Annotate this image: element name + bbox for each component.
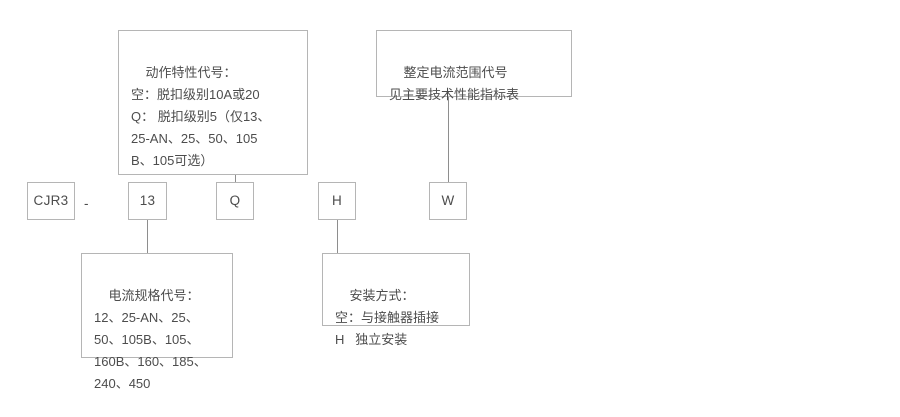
code-box-action-characteristic[interactable]: Q: [216, 182, 254, 220]
connector-setting-range: [448, 97, 449, 182]
connector-current-spec: [147, 220, 148, 253]
code-box-series-label: CJR3: [33, 193, 69, 209]
setting-range-note-text: 整定电流范围代号 见主要技术性能指标表: [389, 65, 520, 102]
code-box-mounting-label: H: [331, 193, 343, 209]
code-box-current-spec-label: 13: [139, 193, 156, 209]
code-box-mounting[interactable]: H: [318, 182, 356, 220]
current-spec-note-text: 电流规格代号： 12、25-AN、25、 50、105B、105、 160B、1…: [94, 288, 207, 391]
connector-action-characteristic: [235, 175, 236, 182]
code-box-series[interactable]: CJR3: [27, 182, 75, 220]
connector-mounting: [337, 220, 338, 253]
action-characteristic-note-text: 动作特性代号： 空：脱扣级别10A或20 Q： 脱扣级别5（仅13、 25-AN…: [131, 65, 271, 168]
mounting-note-box: 安装方式： 空：与接触器插接 H 独立安装: [322, 253, 470, 347]
model-code-diagram: 动作特性代号： 空：脱扣级别10A或20 Q： 脱扣级别5（仅13、 25-AN…: [27, 30, 572, 391]
mounting-note-text: 安装方式： 空：与接触器插接 H 独立安装: [335, 288, 440, 347]
code-box-action-characteristic-label: Q: [229, 193, 241, 209]
current-spec-note-box: 电流规格代号： 12、25-AN、25、 50、105B、105、 160B、1…: [81, 253, 233, 391]
setting-range-note-box: 整定电流范围代号 见主要技术性能指标表: [376, 30, 572, 102]
code-box-setting-range[interactable]: W: [429, 182, 467, 220]
code-box-current-spec[interactable]: 13: [128, 182, 167, 220]
code-separator-dash: -: [84, 196, 89, 211]
code-box-setting-range-label: W: [441, 193, 455, 209]
action-characteristic-note-box: 动作特性代号： 空：脱扣级别10A或20 Q： 脱扣级别5（仅13、 25-AN…: [118, 30, 308, 175]
